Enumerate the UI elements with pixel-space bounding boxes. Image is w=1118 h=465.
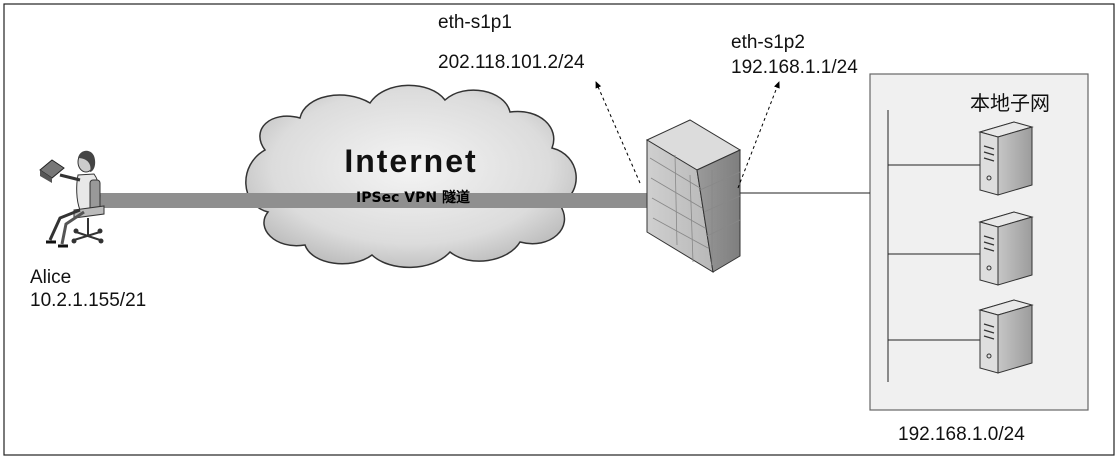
server-3 [978, 299, 1034, 374]
alice-ip-label: 10.2.1.155/21 [30, 290, 147, 311]
port2-name-label: eth-s1p2 [731, 32, 805, 53]
internet-label: Internet [344, 143, 477, 179]
subnet-bus [887, 110, 983, 382]
vpn-tunnel-bar [95, 193, 647, 208]
local-subnet-network: 192.168.1.0/24 [898, 424, 1025, 445]
eth-s1p1-pointer [595, 81, 641, 184]
server-1 [978, 121, 1034, 196]
eth-s1p2-pointer [737, 81, 780, 189]
port2-ip-label: 192.168.1.1/24 [731, 57, 858, 78]
port1-name-label: eth-s1p1 [438, 12, 512, 33]
local-subnet-panel [869, 73, 1089, 411]
user-icon [39, 150, 105, 248]
server-2 [978, 211, 1034, 286]
tunnel-label: IPSec VPN 隧道 [356, 189, 470, 206]
firewall-icon [645, 119, 742, 273]
port1-ip-label: 202.118.101.2/24 [438, 52, 585, 73]
local-subnet-title: 本地子网 [970, 91, 1050, 115]
alice-name-label: Alice [30, 267, 72, 288]
